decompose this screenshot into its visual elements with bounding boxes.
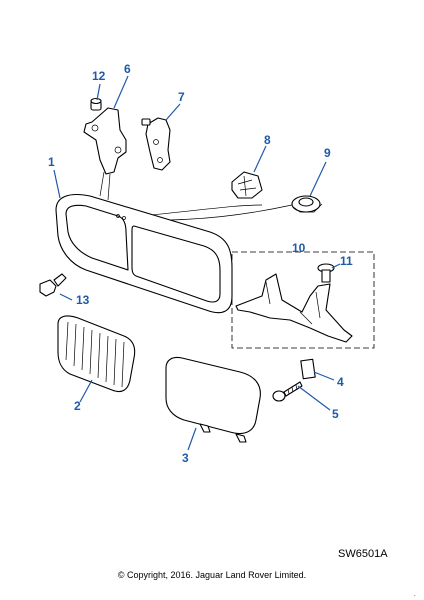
grille-insert-left [57, 315, 136, 393]
callout-13: 13 [76, 293, 90, 307]
callout-7: 7 [178, 90, 185, 104]
copyright-notice: © Copyright, 2016. Jaguar Land Rover Lim… [117, 570, 307, 580]
assembly-box [231, 251, 375, 349]
callout-2: 2 [74, 399, 81, 413]
callout-4: 4 [337, 375, 344, 389]
grille-bracket-left [83, 107, 127, 201]
callout-5: 5 [332, 407, 339, 421]
callout-1: 1 [48, 155, 55, 169]
clip-block [300, 358, 316, 380]
callout-12: 12 [92, 69, 106, 83]
push-clip [317, 263, 335, 283]
callout-9: 9 [324, 146, 331, 160]
screw-part [272, 381, 303, 402]
nut-part [90, 97, 102, 111]
grille-brace [235, 273, 353, 343]
grille-bracket-right [141, 117, 171, 171]
fastener-part [291, 195, 323, 213]
callout-6: 6 [124, 62, 131, 76]
reference-code: SW6501A [338, 548, 388, 560]
callout-10: 10 [292, 241, 306, 255]
bolt-part [39, 273, 67, 297]
callout-8: 8 [264, 133, 271, 147]
clip-part [231, 171, 263, 199]
callout-11: 11 [340, 254, 353, 268]
corner-mark: . [414, 592, 416, 598]
grille-surround [55, 193, 233, 314]
grille-insert-right-mesh [165, 356, 261, 443]
callout-3: 3 [182, 451, 189, 465]
